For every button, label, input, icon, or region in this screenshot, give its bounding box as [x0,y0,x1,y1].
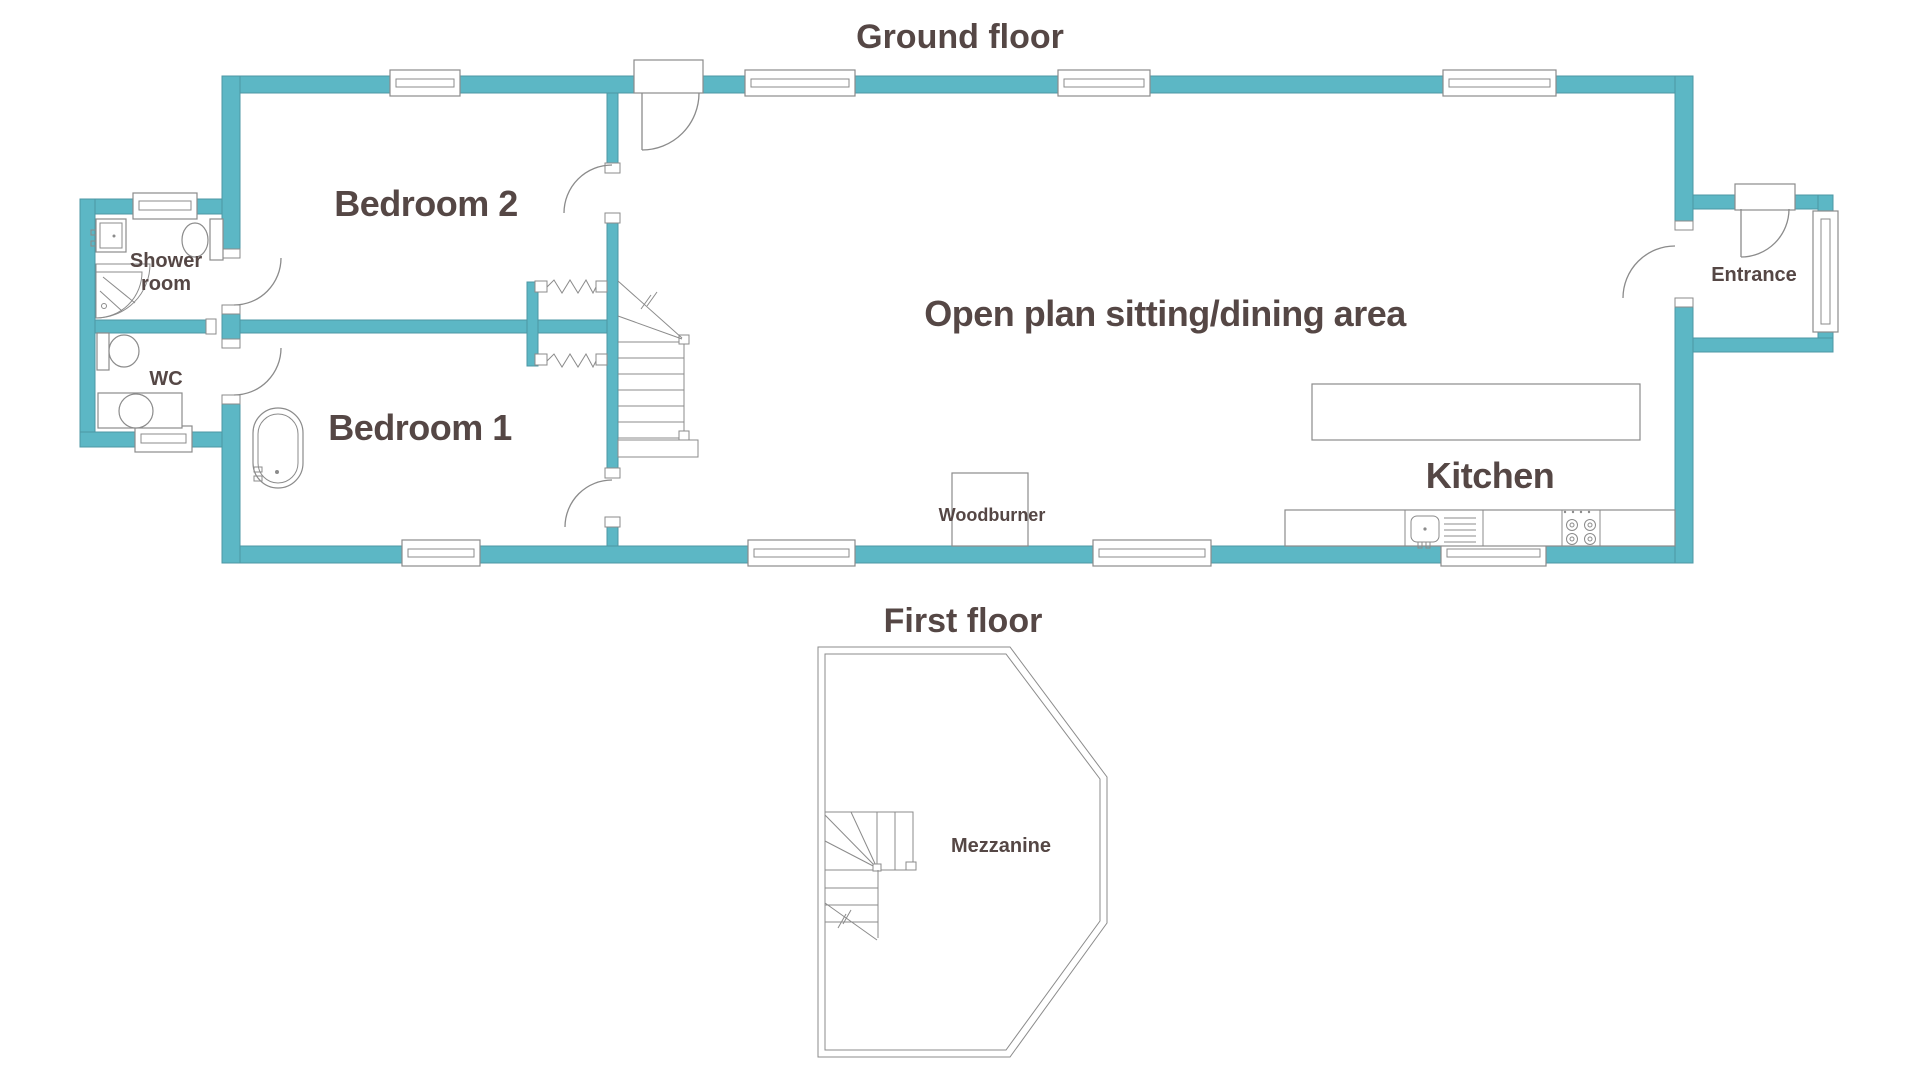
bedroom2-door [563,164,613,214]
void-break-lines [546,278,597,369]
window [401,539,481,567]
room-label-wc: WC [149,368,182,390]
room-label-mezzanine: Mezzanine [951,835,1051,857]
wall-stairhall-stub [606,526,619,547]
staircase-ground [617,280,699,458]
window [132,192,198,220]
kitchen-sink [1410,515,1476,549]
room-label-kitchen: Kitchen [1426,455,1555,496]
ground-floor-plan: Ground floor [79,18,1839,567]
porch-entry-door [1734,183,1796,258]
kitchen-hob [1563,510,1596,545]
kitchen-island [1311,383,1641,441]
room-label-shower-line2: room [141,273,191,295]
ground-floor-title: Ground floor [856,18,1064,56]
woodburner [951,472,1029,547]
wall-porch-bottom [1692,337,1834,353]
room-label-bedroom1: Bedroom 1 [328,407,512,448]
window [747,539,856,567]
wall-right [1674,75,1694,564]
window [1057,69,1151,97]
bedroom1-door [564,479,613,528]
entry-door-top [633,59,704,151]
room-label-bedroom2: Bedroom 2 [334,183,518,224]
window [744,69,856,97]
first-floor-plan: First floor Mezzanine [817,602,1108,1058]
room-label-open-plan: Open plan sitting/dining area [924,293,1407,334]
staircase-first-floor [824,811,917,941]
living-room-door [1622,245,1676,299]
bathroom-sink [90,218,127,253]
wall-bedroom-partition [239,319,608,334]
wc-vanity [97,392,183,429]
wall-annex-left [79,198,96,448]
wall-break-stub [526,281,539,367]
window [1092,539,1212,567]
window [1442,69,1557,97]
first-floor-walls [817,646,1108,1058]
toilet-shower-room [181,218,224,261]
wall-stairhall-upper [606,92,619,164]
door-jambs [205,162,1694,528]
label-woodburner: Woodburner [939,505,1046,525]
wall-stairhall-main [606,222,619,469]
wall-left [221,75,241,564]
room-label-shower-line1: Shower [130,250,202,272]
wall-porch-top-left [1692,194,1738,210]
window [389,69,461,97]
wall-shower-wc-divider [94,319,208,334]
shower-room-door [233,257,282,306]
ground-floor-labels: Bedroom 2 Bedroom 1 Open plan sitting/di… [130,183,1797,525]
wc-door [233,347,282,396]
door-openings [221,230,1694,395]
first-floor-title: First floor [884,602,1043,640]
toilet-wc [96,332,140,371]
window [1812,210,1839,333]
shower [95,263,151,319]
doors [233,59,1796,528]
window [134,425,193,453]
room-label-entrance: Entrance [1711,264,1797,286]
bathtub [252,407,304,489]
fixtures [90,218,1676,549]
ground-floor-walls [79,75,1834,564]
kitchen-counter [1284,509,1676,547]
